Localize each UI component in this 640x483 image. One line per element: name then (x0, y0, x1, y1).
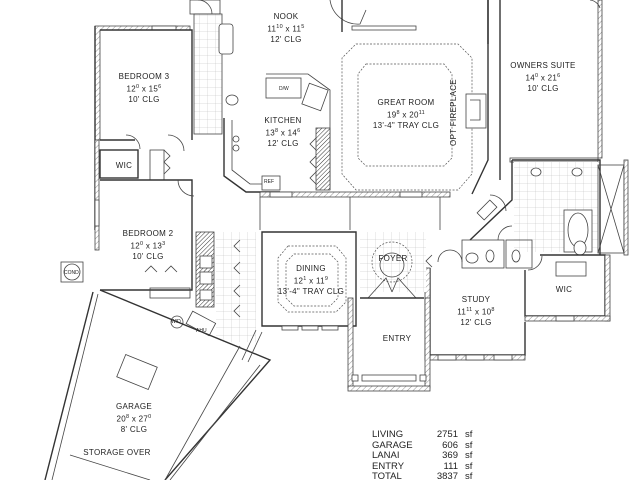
room-ceiling: 13'-4" TRAY CLG (277, 286, 345, 296)
room-dimensions: 138 x 146 (265, 128, 301, 138)
room-name: GREAT ROOM (377, 98, 435, 107)
area-unit: sf (465, 450, 473, 461)
dining-walls (241, 231, 357, 363)
room-name: BEDROOM 3 (118, 72, 170, 81)
area-unit: sf (465, 471, 473, 482)
room-label-kitchen: KITCHEN 138 x 146 12' CLG (264, 116, 301, 149)
room-ceiling: 12' CLG (270, 34, 302, 44)
room-dimensions: 140 x 216 (525, 73, 561, 83)
bedroom-3-walls (94, 25, 193, 251)
great-room-walls (259, 0, 489, 230)
area-row-total: TOTAL 3837 sf (372, 471, 485, 483)
entry-porch (347, 297, 431, 392)
area-row: LIVING 2751 sf (372, 429, 485, 441)
area-value: 111 (443, 460, 458, 472)
area-row: GARAGE 606 sf (372, 439, 485, 452)
room-name: OWNERS SUITE (510, 61, 576, 70)
room-ceiling: 8' CLG (120, 424, 148, 434)
room-ceiling: 10' CLG (128, 94, 160, 104)
label-foyer: FOYER (378, 254, 408, 263)
area-name: TOTAL (372, 471, 402, 482)
foyer (360, 232, 433, 299)
room-name: GARAGE (115, 402, 153, 411)
nook-walls (329, 0, 417, 32)
room-label-great-room: GREAT ROOM 198 x 2011 13'-4" TRAY CLG (373, 98, 439, 131)
room-label-study: STUDY 1111 x 108 12' CLG (457, 295, 494, 328)
room-label-dining: DINING 121 x 119 13'-4" TRAY CLG (278, 264, 344, 297)
room-dimensions: 120 x 156 (126, 84, 162, 94)
room-ceiling: 12' CLG (267, 138, 299, 148)
owners-suite-walls (487, 0, 603, 180)
room-label-garage: GARAGE 208 x 270 8' CLG (116, 402, 152, 435)
bedroom-2-walls (94, 179, 195, 299)
room-dimensions: 1111 x 108 (457, 307, 495, 317)
room-name: KITCHEN (264, 116, 302, 125)
label-condenser: COND. (64, 270, 81, 276)
area-name: GARAGE (372, 439, 413, 451)
room-ceiling: 13'-4" TRAY CLG (372, 120, 440, 130)
label-opt-fireplace: OPT FIREPLACE (448, 79, 458, 146)
wic-right (524, 254, 611, 322)
room-ceiling: 10' CLG (132, 251, 164, 261)
area-row: ENTRY 111 sf (372, 460, 485, 473)
area-name: ENTRY (372, 460, 405, 472)
label-wic-right: WIC (555, 285, 573, 294)
room-dimensions: 121 x 119 (293, 276, 329, 286)
room-ceiling: 10' CLG (527, 83, 559, 93)
laundry (170, 231, 256, 342)
area-summary-table: LIVING 2751 sf GARAGE 606 sf LANAI 369 sf ENTR… (372, 429, 485, 483)
area-value: 606 (442, 439, 458, 451)
condenser-unit (60, 261, 84, 283)
powder-baths (461, 239, 587, 269)
area-name: LANAI (372, 450, 400, 461)
area-row: LANAI 369 sf (372, 450, 485, 462)
area-unit: sf (465, 439, 473, 451)
label-entry: ENTRY (382, 334, 412, 343)
room-name: STUDY (461, 295, 491, 304)
label-refrigerator: REF (264, 179, 274, 185)
hall-bath (189, 0, 239, 135)
room-label-nook: NOOK 1110 x 115 12' CLG (267, 12, 304, 45)
label-washer-dryer: W/D (171, 319, 181, 325)
room-name: DINING (296, 264, 326, 273)
area-name: LIVING (372, 429, 404, 440)
garage-walls (44, 289, 272, 480)
area-value: 2751 (436, 429, 458, 440)
room-name: NOOK (273, 12, 299, 21)
room-label-owners-suite: OWNERS SUITE 140 x 216 10' CLG (510, 61, 575, 94)
kitchen-cabinets (223, 73, 331, 193)
wic-left (99, 134, 185, 181)
room-label-bedroom-3: BEDROOM 3 120 x 156 10' CLG (119, 72, 170, 105)
room-label-bedroom-2: BEDROOM 2 120 x 133 10' CLG (123, 229, 174, 262)
label-wic-left: WIC (115, 161, 133, 170)
label-air-handler: AHU (196, 328, 207, 334)
room-dimensions: 198 x 2011 (386, 110, 426, 120)
area-value: 369 (442, 450, 458, 461)
room-ceiling: 12' CLG (460, 317, 492, 327)
area-unit: sf (465, 429, 473, 440)
room-dimensions: 208 x 270 (116, 414, 152, 424)
master-bath (469, 159, 629, 256)
label-dishwasher: D/W (279, 86, 289, 92)
room-name: BEDROOM 2 (122, 229, 174, 238)
area-value: 3837 (436, 471, 458, 482)
room-dimensions: 1110 x 115 (267, 24, 305, 34)
label-storage-over: STORAGE OVER (83, 448, 151, 457)
room-dimensions: 120 x 133 (130, 241, 166, 251)
area-unit: sf (465, 460, 473, 472)
